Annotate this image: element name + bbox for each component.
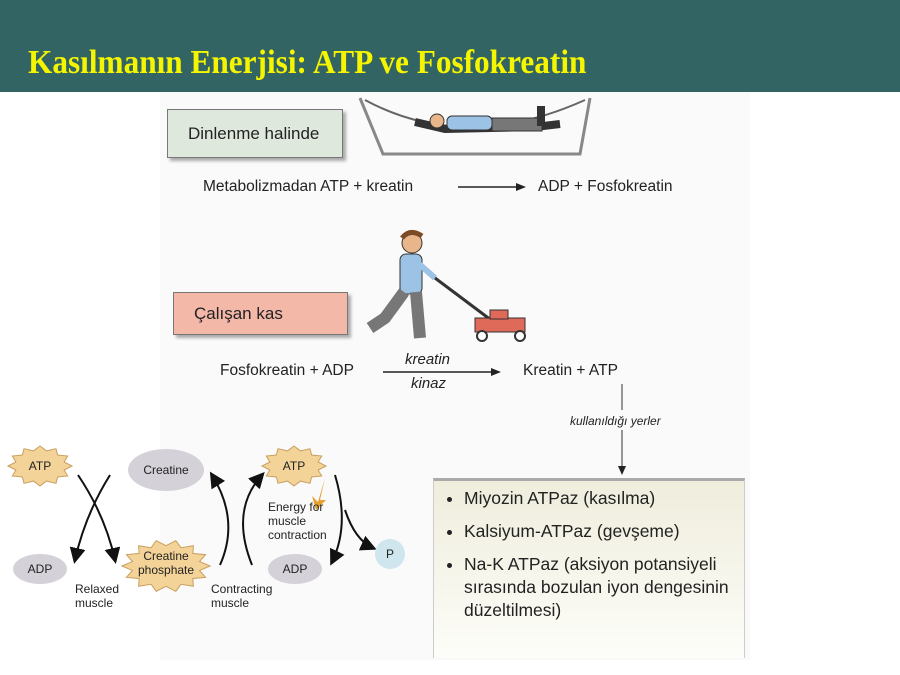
header-band <box>0 0 900 92</box>
arrow-right-icon <box>458 183 526 191</box>
working-equation-left: Fosfokreatin + ADP <box>220 362 354 379</box>
resting-equation-right: ADP + Fosfokreatin <box>538 178 673 195</box>
energy-label: Energy for muscle contraction <box>268 500 327 542</box>
uses-box: Miyozin ATPaz (kasılma) Kalsiyum-ATPaz (… <box>433 478 745 658</box>
resting-equation-left: Metabolizmadan ATP + kreatin <box>203 178 414 195</box>
resting-state-box: Dinlenme halinde <box>167 109 343 158</box>
working-equation-right: Kreatin + ATP <box>523 362 618 379</box>
cycle-arrow <box>242 472 265 566</box>
resting-label: Dinlenme halinde <box>188 123 320 143</box>
use-item: Kalsiyum-ATPaz (gevşeme) <box>464 520 744 543</box>
relaxed-muscle-label: Relaxed muscle <box>75 582 120 610</box>
adp-ellipse <box>13 554 67 584</box>
creatine-ellipse <box>128 449 204 491</box>
slide-title: Kasılmanın Enerjisi: ATP ve Fosfokreatin <box>28 44 587 81</box>
hammock-illustration <box>358 97 592 156</box>
cycle-arrow <box>344 509 377 551</box>
phosphate-label: P <box>385 547 394 561</box>
enzyme-bottom: kinaz <box>411 375 447 392</box>
working-label: Çalışan kas <box>194 303 283 323</box>
cycle-arrow <box>69 474 111 564</box>
atp-starburst <box>260 445 328 487</box>
arrow-right-icon <box>383 368 501 376</box>
creatine-phosphate-starburst <box>120 540 212 592</box>
cycle-arrow <box>77 474 121 564</box>
creatine-cycle-diagram <box>6 445 405 592</box>
enzyme-top: kreatin <box>405 351 451 368</box>
cycle-arrow <box>330 474 345 566</box>
phosphate-circle <box>375 539 405 569</box>
contracting-muscle-label: Contracting muscle <box>211 582 273 610</box>
creatine-label: Creatine <box>143 463 189 477</box>
cycle-arrow <box>209 471 230 566</box>
adp-label: ADP <box>282 562 308 576</box>
adp-label: ADP <box>27 562 53 576</box>
energy-arrow-icon <box>312 478 326 510</box>
arrow-down-icon <box>618 384 626 475</box>
use-item: Na-K ATPaz (aksiyon potansiyeli sırasınd… <box>464 553 744 622</box>
atp-label: ATP <box>28 459 52 473</box>
atp-label: ATP <box>282 459 306 473</box>
working-state-box: Çalışan kas <box>173 292 348 335</box>
use-item: Miyozin ATPaz (kasılma) <box>464 487 744 510</box>
man-mowing-illustration <box>366 230 526 342</box>
atp-starburst <box>6 445 74 487</box>
adp-ellipse <box>268 554 322 584</box>
uses-label: kullanıldığı yerler <box>570 414 661 428</box>
creatine-phosphate-label: Creatine phosphate <box>138 549 195 577</box>
